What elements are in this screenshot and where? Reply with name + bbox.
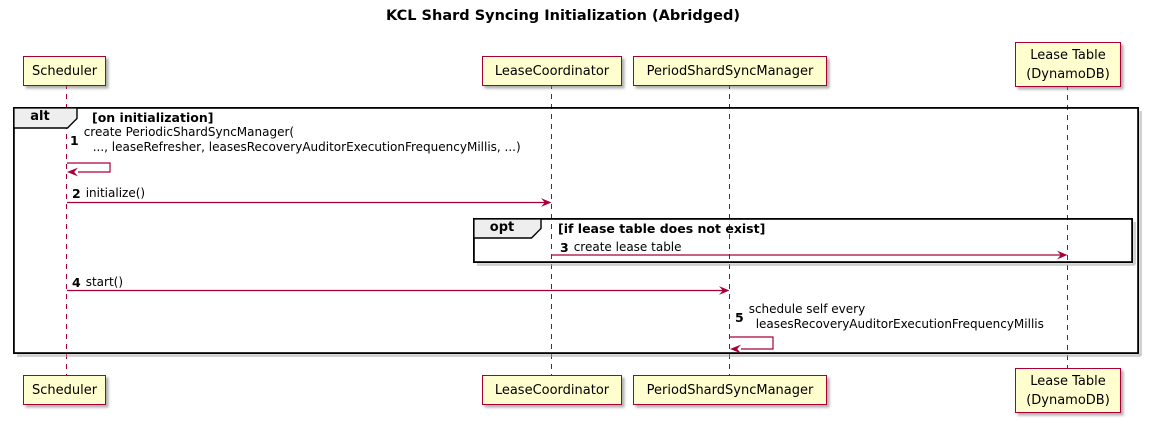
- participant-label-line2: (DynamoDB): [1026, 392, 1110, 408]
- participant-lease-table-top: Lease Table (DynamoDB): [1015, 42, 1121, 87]
- participant-label: Lease Table: [1030, 373, 1106, 389]
- message-text: create PeriodicShardSyncManager( ..., le…: [84, 125, 521, 155]
- participant-lease-coordinator-top: LeaseCoordinator: [482, 56, 622, 86]
- message-5-label: 5 schedule self every leasesRecoveryAudi…: [735, 302, 1044, 332]
- message-text-line2: ..., leaseRefresher, leasesRecoveryAudit…: [92, 140, 521, 154]
- message-number: 2: [72, 186, 81, 201]
- opt-frame-keyword: opt: [489, 220, 515, 235]
- alt-frame-border: [12, 107, 1139, 354]
- participant-label: PeriodShardSyncManager: [646, 382, 814, 398]
- message-2-label: 2 initialize(): [72, 186, 145, 201]
- message-text-line1: schedule self every: [748, 302, 866, 316]
- participant-label: Scheduler: [31, 382, 98, 398]
- alt-frame-label-pentagon: [13, 107, 78, 129]
- opt-frame-guard: [if lease table does not exist]: [558, 221, 766, 236]
- opt-frame-label-pentagon: [473, 218, 542, 239]
- arrow-schedule-self: [730, 336, 774, 350]
- message-text: start(): [85, 275, 124, 289]
- participant-scheduler-bottom: Scheduler: [23, 375, 106, 405]
- participant-label: PeriodShardSyncManager: [646, 63, 814, 79]
- message-number: 5: [735, 309, 744, 325]
- arrowhead-message-4: [719, 286, 730, 295]
- participant-period-shard-sync-manager-top: PeriodShardSyncManager: [633, 56, 827, 86]
- message-number: 1: [70, 132, 79, 148]
- message-text: create lease table: [573, 240, 682, 254]
- participant-label: LeaseCoordinator: [494, 63, 610, 79]
- participant-lease-coordinator-bottom: LeaseCoordinator: [482, 375, 622, 405]
- message-text: schedule self every leasesRecoveryAudito…: [749, 302, 1044, 332]
- message-3-label: 3 create lease table: [560, 240, 682, 255]
- message-1-label: 1 create PeriodicShardSyncManager( ..., …: [70, 125, 521, 155]
- arrowhead-message-1: [67, 167, 78, 177]
- arrowhead-message-3: [1057, 250, 1068, 260]
- alt-frame-keyword: alt: [30, 109, 50, 124]
- diagram-title: KCL Shard Syncing Initialization (Abridg…: [386, 8, 740, 24]
- participant-label: LeaseCoordinator: [494, 382, 610, 398]
- participant-label-line2: (DynamoDB): [1026, 66, 1110, 82]
- opt-frame-border: [472, 217, 1134, 263]
- participant-lease-table-bottom: Lease Table (DynamoDB): [1015, 368, 1121, 413]
- arrowhead-message-2: [541, 198, 552, 207]
- arrow-create-periodic-shard-sync-manager: [67, 162, 111, 173]
- message-4-label: 4 start(): [72, 275, 123, 290]
- message-text: initialize(): [85, 186, 146, 200]
- participant-scheduler-top: Scheduler: [23, 56, 106, 86]
- alt-frame-guard: [on initialization]: [92, 110, 214, 125]
- message-text-line2: leasesRecoveryAuditorExecutionFrequencyM…: [755, 317, 1044, 331]
- participant-label: Scheduler: [31, 63, 98, 79]
- arrowhead-message-5: [730, 344, 741, 354]
- message-number: 4: [72, 275, 81, 290]
- participant-period-shard-sync-manager-bottom: PeriodShardSyncManager: [633, 375, 827, 405]
- message-number: 3: [560, 240, 569, 255]
- participant-label: Lease Table: [1030, 47, 1106, 63]
- message-text-line1: create PeriodicShardSyncManager(: [83, 125, 295, 139]
